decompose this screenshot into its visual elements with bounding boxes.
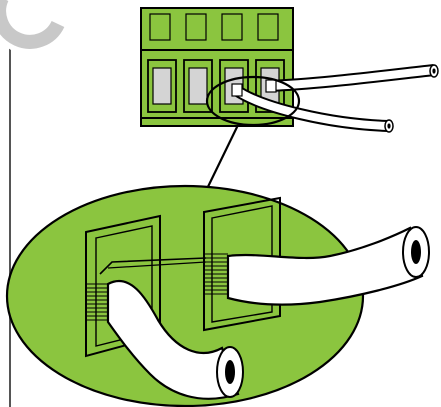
detail-clamp-right xyxy=(203,196,281,332)
detail-strands-left xyxy=(86,283,108,321)
detail-wire-left xyxy=(106,280,244,400)
detail-wire-right xyxy=(226,226,430,306)
terminal-slot-1 xyxy=(147,59,177,113)
step-marker-arc xyxy=(0,0,65,49)
terminal-block xyxy=(140,7,294,127)
highlight-ellipse xyxy=(205,75,301,127)
terminal-slot-2 xyxy=(183,59,213,113)
wire-tip-lower xyxy=(231,83,243,97)
wire-tip-upper xyxy=(265,79,277,93)
wire-lower xyxy=(232,84,394,133)
detail-bridge xyxy=(99,257,207,275)
detail-strands-right xyxy=(204,253,228,295)
